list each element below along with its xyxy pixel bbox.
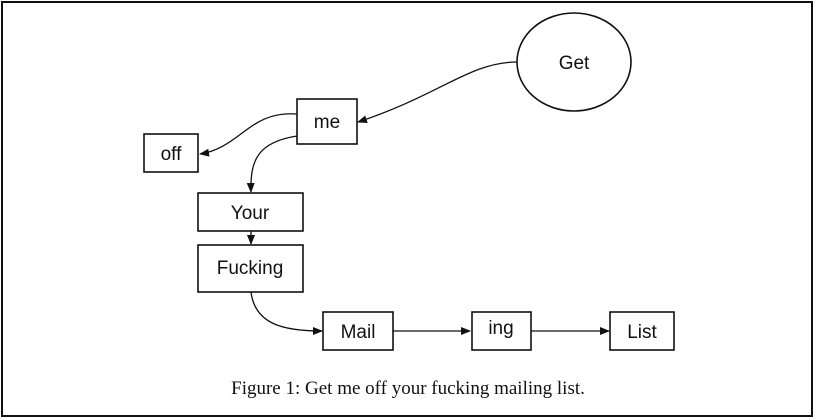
edge-fucking-mail [250, 291, 323, 335]
edge-get-me [357, 61, 518, 123]
edge-me-your [246, 135, 298, 193]
node-me: me [296, 98, 358, 145]
node-get-label: Get [559, 53, 590, 74]
edge-me-off [199, 113, 298, 157]
figure-caption: Figure 1: Get me off your fucking mailin… [231, 378, 585, 399]
node-fucking-shape [197, 244, 304, 293]
node-get: Get [516, 12, 632, 112]
node-fucking-label: Fucking [217, 258, 284, 279]
node-list: List [609, 311, 675, 351]
node-ing-shape [471, 311, 532, 351]
node-list-label: List [627, 322, 657, 343]
node-your-label: Your [231, 203, 270, 224]
node-ing-label: ing [488, 318, 513, 339]
node-get-shape [516, 12, 632, 112]
node-off: off [143, 133, 199, 173]
node-off-shape [143, 133, 199, 173]
node-mail: Mail [322, 311, 394, 351]
node-your: Your [197, 192, 304, 232]
node-fucking: Fucking [197, 244, 304, 293]
node-your-shape [197, 192, 304, 232]
node-ing: ing [471, 311, 532, 351]
node-me-shape [296, 98, 358, 145]
node-off-label: off [161, 144, 183, 165]
node-list-shape [609, 311, 675, 351]
node-mail-label: Mail [341, 322, 376, 343]
node-me-label: me [314, 112, 340, 133]
node-mail-shape [322, 311, 394, 351]
